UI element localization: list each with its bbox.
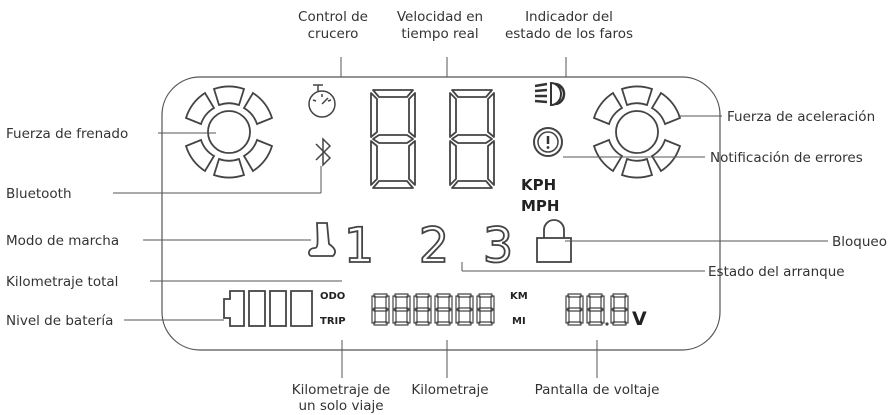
label-trip-1: Kilometraje de — [292, 382, 390, 398]
lcd-frame — [161, 76, 721, 351]
label-brake: Fuerza de frenado — [6, 126, 128, 142]
label-cruise-1: Control de — [298, 9, 368, 25]
label-cruise-2: crucero — [308, 26, 359, 42]
cruise-control-icon — [308, 84, 336, 118]
label-headlight-1: Indicador del — [525, 9, 613, 25]
gear-3: 3 — [483, 218, 514, 274]
mi-label: MI — [512, 316, 526, 327]
brake-gauge-icon — [185, 85, 273, 179]
label-trip-2: un solo viaje — [298, 398, 383, 414]
label-walk-mode: Modo de marcha — [6, 233, 119, 249]
label-speed-1: Velocidad en — [397, 9, 483, 25]
trip-label: TRIP — [320, 316, 346, 327]
label-battery: Nivel de batería — [6, 313, 113, 329]
leader-lines — [113, 57, 828, 378]
odometer-digits — [371, 293, 495, 326]
gear-2: 2 — [419, 218, 450, 274]
odo-label: ODO — [320, 291, 345, 302]
volt-label: V — [632, 308, 647, 330]
battery-level-icon — [223, 290, 313, 327]
bluetooth-icon — [315, 137, 332, 167]
label-throttle: Fuerza de aceleración — [727, 109, 875, 125]
headlight-icon — [534, 81, 566, 107]
voltage-digits — [565, 293, 629, 326]
kph-label: KPH — [521, 176, 556, 194]
label-total-odo: Kilometraje total — [6, 274, 118, 290]
label-error: Notificación de errores — [710, 150, 863, 166]
throttle-gauge-icon — [593, 85, 681, 179]
label-voltage: Pantalla de voltaje — [535, 382, 660, 398]
label-startup: Estado del arranque — [708, 264, 845, 280]
label-lock: Bloqueo — [832, 234, 887, 250]
mph-label: MPH — [521, 197, 559, 215]
label-bluetooth: Bluetooth — [6, 186, 72, 202]
error-notification-icon — [533, 127, 563, 157]
gear-1: 1 — [344, 218, 375, 274]
km-label: KM — [510, 291, 528, 302]
label-odometer: Kilometraje — [411, 382, 488, 398]
label-speed-2: tiempo real — [401, 26, 478, 42]
speed-digit-tens — [370, 89, 416, 189]
lock-icon — [536, 219, 572, 263]
walk-mode-icon — [308, 222, 336, 257]
speed-digit-units — [449, 89, 495, 189]
label-headlight-2: estado de los faros — [505, 26, 633, 42]
